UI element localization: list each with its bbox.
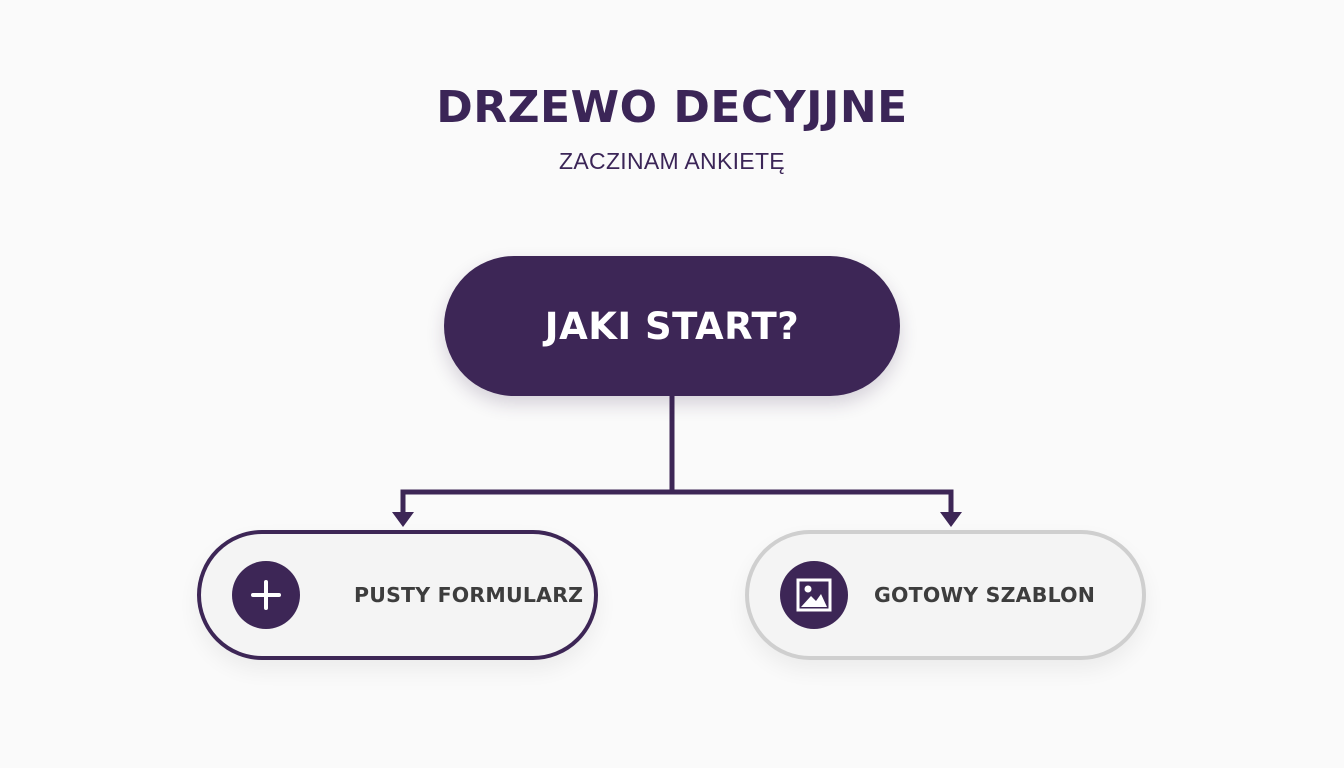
- plus-icon: [232, 561, 300, 629]
- arrowhead-right: [940, 512, 962, 527]
- root-question-label: JAKI START?: [544, 304, 800, 348]
- diagram-title: DRZEWO DECYJJNE: [436, 82, 908, 133]
- option-blank-form-label: PUSTY FORMULARZ: [354, 583, 584, 607]
- option-template-label: GOTOWY SZABLON: [874, 583, 1096, 607]
- image-icon: [780, 561, 848, 629]
- arrowhead-left: [392, 512, 414, 527]
- root-question-node: JAKI START?: [444, 256, 900, 396]
- diagram-subtitle: ZACZINAM ANKIETĘ: [559, 148, 785, 174]
- header: DRZEWO DECYJJNE ZACZINAM ANKIETĘ: [0, 78, 1344, 176]
- option-template-button[interactable]: GOTOWY SZABLON: [745, 530, 1146, 660]
- option-blank-form-button[interactable]: PUSTY FORMULARZ: [197, 530, 598, 660]
